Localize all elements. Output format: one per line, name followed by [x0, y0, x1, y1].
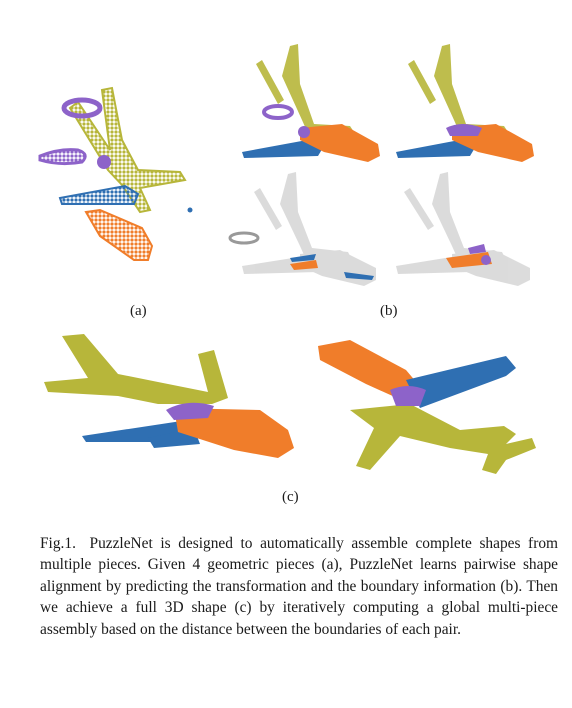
- airplane-point-cloud: [38, 86, 193, 261]
- sublabel-c: (c): [282, 489, 299, 505]
- joint-piece-a: [61, 97, 103, 119]
- airplane-point-cloud: [228, 172, 376, 286]
- airplane-point-cloud: [318, 340, 536, 474]
- panel-a-pieces: [30, 70, 240, 280]
- airplane-point-cloud: [396, 172, 530, 286]
- panel-c-assembly-1: [38, 332, 298, 472]
- panel-b-boundary-2: [390, 168, 548, 288]
- joint-piece-b: [38, 148, 87, 166]
- panel-b-pair-2: [392, 40, 547, 170]
- figure-caption: Fig.1. PuzzleNet is designed to automati…: [40, 533, 558, 640]
- sublabel-b: (b): [380, 303, 398, 319]
- airplane-point-cloud: [44, 334, 294, 458]
- panel-b-pair-1: [238, 40, 388, 170]
- caption-text: PuzzleNet is designed to automatically a…: [40, 535, 558, 638]
- sublabel-a: (a): [130, 303, 147, 319]
- airplane-point-cloud: [396, 44, 534, 162]
- figure-label: Fig.1.: [40, 535, 76, 552]
- panel-b-boundary-1: [224, 168, 384, 288]
- joint-piece-c: [97, 155, 111, 169]
- panel-c-assembly-2: [310, 330, 540, 488]
- tail-piece: [68, 86, 187, 214]
- fuselage-piece: [84, 208, 154, 261]
- wing-piece: [58, 184, 140, 205]
- airplane-point-cloud: [242, 44, 380, 162]
